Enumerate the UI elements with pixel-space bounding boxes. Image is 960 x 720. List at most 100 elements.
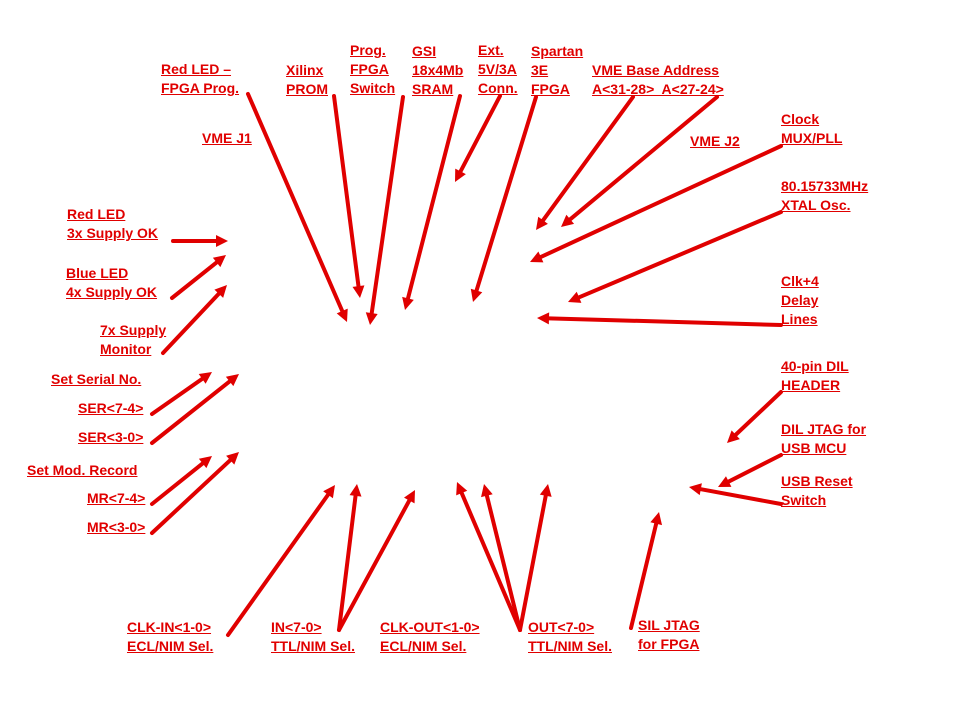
arrow-xilinx-prom (332, 94, 365, 298)
label-vme-j1: VME J1 (202, 130, 252, 146)
label-out-7-0: OUT<7-0>TTL/NIM Sel. (528, 619, 612, 654)
arrow-ser-7-4-shaft (150, 376, 205, 416)
arrow-in-7-0-b-shaft (337, 498, 412, 632)
arrow-supply-monitor (161, 285, 227, 355)
arrow-xilinx-prom-shaft (332, 94, 361, 289)
arrow-dil-header-shaft (733, 390, 783, 437)
arrow-blue-led-supply-shaft (170, 260, 219, 300)
arrow-vme-addr-a31-28 (536, 95, 635, 230)
arrow-mr-3-0 (150, 452, 239, 535)
arrow-prog-fpga-switch-shaft (369, 95, 405, 316)
arrow-mr-7-4 (150, 456, 212, 506)
label-mr-3-0: MR<3-0> (87, 519, 146, 535)
arrow-vme-addr-a27-24 (561, 95, 719, 227)
arrow-delay-lines (537, 312, 783, 327)
arrow-supply-monitor-head (214, 285, 227, 298)
arrow-in-7-0-b (337, 490, 415, 632)
arrow-sil-jtag-shaft (629, 521, 659, 630)
arrow-gsi-sram (402, 94, 462, 310)
arrow-clk-in (226, 485, 335, 637)
arrow-in-7-0-a-shaft (337, 493, 358, 632)
label-clk-in: CLK-IN<1-0>ECL/NIM Sel. (127, 619, 214, 654)
arrow-ext-conn (455, 94, 502, 182)
arrow-vme-addr-a27-24-shaft (568, 95, 719, 222)
arrow-spartan-fpga-head (470, 288, 483, 302)
arrow-ser-7-4-head (198, 372, 212, 384)
arrow-ext-conn-shaft (458, 94, 502, 174)
label-in-7-0: IN<7-0>TTL/NIM Sel. (271, 619, 355, 654)
arrow-delay-lines-head (537, 312, 550, 325)
arrow-vme-addr-a31-28-shaft (541, 95, 635, 223)
label-mr-7-4: MR<7-4> (87, 490, 146, 506)
arrow-xilinx-prom-head (352, 285, 365, 298)
arrow-prog-fpga-switch-head (365, 312, 378, 325)
label-ser-3-0: SER<3-0> (78, 429, 144, 445)
arrow-spartan-fpga-shaft (474, 95, 538, 293)
arrow-gsi-sram-head (402, 296, 414, 310)
arrow-clk-in-head (323, 485, 335, 499)
label-ser-7-4: SER<7-4> (78, 400, 144, 416)
arrow-prog-fpga-switch (365, 95, 405, 325)
arrow-mr-7-4-shaft (150, 461, 205, 506)
arrow-clk-in-shaft (226, 492, 331, 637)
arrow-mr-7-4-head (198, 456, 212, 469)
arrow-xtal-osc-shaft (577, 210, 783, 300)
arrow-blue-led-supply-head (212, 255, 226, 268)
label-clk-out: CLK-OUT<1-0>ECL/NIM Sel. (380, 619, 480, 654)
arrow-clock-mux-head (530, 251, 544, 263)
arrow-out-7-0 (518, 484, 552, 632)
arrow-clk-out-a (456, 482, 522, 632)
arrow-in-7-0-b-head (404, 490, 415, 504)
arrow-supply-monitor-shaft (161, 291, 221, 355)
arrow-mr-3-0-head (226, 452, 239, 465)
arrow-red-led-supply-head (216, 235, 228, 247)
arrow-dil-jtag-head (718, 476, 732, 487)
arrow-clk-out-b-shaft (484, 493, 522, 632)
arrow-red-led-fpga-prog (246, 92, 348, 322)
arrow-usb-reset-head (689, 483, 702, 496)
arrow-spartan-fpga (470, 95, 538, 302)
arrow-ser-7-4 (150, 372, 212, 416)
arrow-clk-out-a-head (456, 482, 468, 496)
arrow-ser-3-0-head (225, 374, 239, 387)
label-set-serial-no: Set Serial No. (51, 371, 142, 387)
arrow-gsi-sram-shaft (405, 94, 462, 301)
arrow-xtal-osc-head (568, 291, 582, 303)
arrow-in-7-0-a-head (349, 484, 362, 497)
arrow-sil-jtag-head (650, 512, 663, 526)
arrow-ext-conn-head (455, 168, 466, 182)
arrow-vme-addr-a27-24-head (561, 214, 575, 227)
arrow-in-7-0-a (337, 484, 362, 632)
arrow-red-led-supply (171, 235, 228, 247)
arrow-vme-addr-a31-28-head (536, 216, 548, 230)
arrow-mr-3-0-shaft (150, 458, 233, 535)
arrow-ser-3-0-shaft (150, 379, 232, 445)
arrow-ser-3-0 (150, 374, 239, 445)
label-vme-j2: VME J2 (690, 133, 740, 149)
arrow-usb-reset-shaft (698, 487, 783, 506)
arrow-dil-jtag-shaft (726, 453, 783, 484)
arrow-clk-out-b-head (481, 484, 493, 498)
arrow-dil-header (727, 390, 783, 443)
arrow-delay-lines-shaft (546, 316, 783, 327)
arrow-dil-jtag (718, 453, 783, 487)
arrow-clk-out-a-shaft (459, 491, 522, 632)
arrow-usb-reset (689, 483, 783, 506)
